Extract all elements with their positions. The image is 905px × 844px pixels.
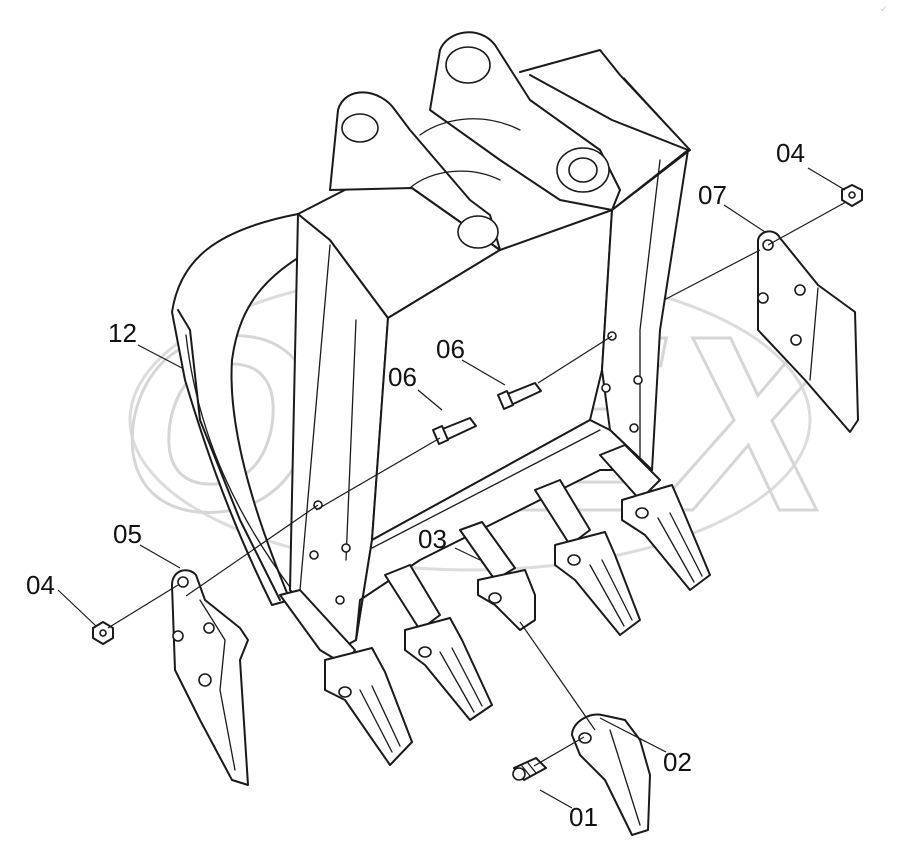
leader-06-lower-to-plate [315,437,441,511]
right-plate-hole [601,383,611,393]
part-02-tooth [571,713,651,836]
part-04-nut-right [841,184,863,207]
leader-05 [139,544,181,569]
tooth-5 [599,444,711,591]
leader-02 [599,717,667,753]
left-ear-pin-hole [341,113,379,143]
part-06-bolt-lower [432,417,477,445]
right-ear-boss-bore [568,157,598,183]
leader-06-upper [461,359,506,386]
callout-06-lower: 06 [388,362,417,392]
callout-03: 03 [418,524,447,554]
part-07-side-cutter [757,230,859,433]
callout-07: 07 [698,180,727,210]
tooth-3 [459,521,536,631]
tooth-4 [534,479,641,636]
leader-12 [137,344,183,369]
callout-02: 02 [663,747,692,777]
callout-labels: 01 02 03 04 04 05 06 06 07 12 [26,138,805,832]
leader-03-to-02 [519,621,596,731]
left-ear-lower-pin-hole [457,215,499,249]
left-plate-hole [341,543,351,553]
right-ear-pin-hole [445,46,491,84]
bucket-body [171,31,691,651]
callout-04-right: 04 [776,138,805,168]
corner-mark: ✓ [880,4,888,14]
leader-05-to-bucket [185,504,319,597]
leader-04-right [807,167,846,191]
part-06-bolt-upper [497,382,542,410]
leader-04-left-to-05 [107,584,179,629]
leader-07-to-bucket [663,249,761,301]
tooth-1 [279,589,413,766]
leader-06-upper-to-plate [537,335,613,384]
right-plate-hole [633,375,643,385]
bucket-teeth [279,444,711,766]
callout-06-upper: 06 [436,334,465,364]
leader-06-lower [417,389,443,411]
tooth-2 [384,564,493,721]
callout-05: 05 [113,519,142,549]
leader-04-right-to-07 [767,201,847,246]
leader-01-to-pin [533,736,585,767]
left-plate-hole [335,595,345,605]
leader-03 [454,547,481,561]
left-plate-hole [309,550,319,560]
right-plate-hole [629,423,639,433]
leader-07 [723,204,766,233]
leader-lines [57,167,847,809]
leader-01 [539,789,573,809]
callout-01: 01 [569,802,598,832]
callout-12: 12 [108,318,137,348]
bucket-left-shell [171,213,331,606]
part-05-side-cutter [171,569,249,786]
callout-04-left: 04 [26,570,55,600]
leader-04-left [57,589,97,627]
